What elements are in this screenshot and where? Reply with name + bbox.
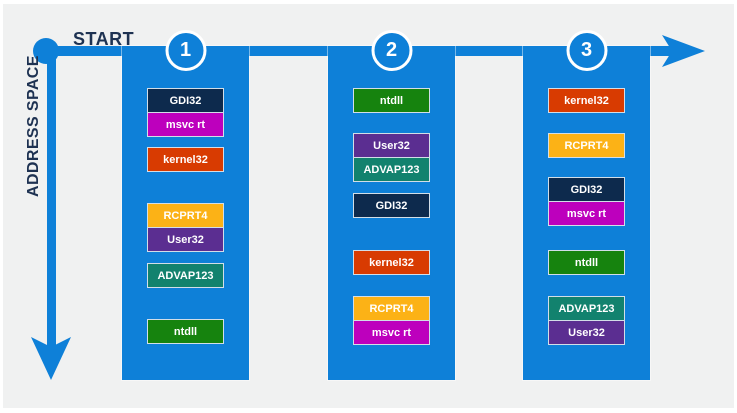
module-box-gdi32: GDI32 xyxy=(353,193,430,218)
module-box-rcprt4: RCPRT4 xyxy=(353,296,430,321)
module-box-kernel32: kernel32 xyxy=(353,250,430,275)
module-label: ntdll xyxy=(379,94,404,107)
module-label: User32 xyxy=(373,139,410,152)
module-box-msvc-rt: msvc rt xyxy=(147,112,224,137)
module-label: User32 xyxy=(568,326,605,339)
module-label: ntdll xyxy=(173,325,198,338)
module-box-rcprt4: RCPRT4 xyxy=(147,203,224,228)
module-group: RCPRT4 xyxy=(523,133,650,158)
step-circle-2: 2 xyxy=(371,30,412,71)
module-label: msvc rt xyxy=(165,118,206,131)
module-label: User32 xyxy=(167,233,204,246)
module-box-gdi32: GDI32 xyxy=(147,88,224,113)
module-label: ADVAP123 xyxy=(363,163,420,176)
module-label: GDI32 xyxy=(570,183,603,196)
module-box-user32: User32 xyxy=(353,133,430,158)
module-group: kernel32 xyxy=(122,147,249,172)
module-box-ntdll: ntdll xyxy=(548,250,625,275)
module-box-advap123: ADVAP123 xyxy=(548,296,625,321)
module-box-gdi32: GDI32 xyxy=(548,177,625,202)
address-space-axis-line xyxy=(47,51,56,351)
module-label: ADVAP123 xyxy=(157,269,214,282)
module-box-advap123: ADVAP123 xyxy=(147,263,224,288)
right-arrowhead-icon xyxy=(662,35,705,67)
module-label: GDI32 xyxy=(375,199,408,212)
module-label: RCPRT4 xyxy=(564,139,609,152)
start-label: START xyxy=(73,29,135,49)
module-group: ADVAP123 xyxy=(122,263,249,288)
module-box-advap123: ADVAP123 xyxy=(353,157,430,182)
down-arrowhead-icon xyxy=(31,337,71,380)
module-group: RCPRT4 msvc rt xyxy=(328,296,455,345)
module-label: ntdll xyxy=(574,256,599,269)
module-group: kernel32 xyxy=(328,250,455,275)
module-label: GDI32 xyxy=(169,94,202,107)
step-circle-3: 3 xyxy=(566,30,607,71)
module-box-user32: User32 xyxy=(548,320,625,345)
module-label: kernel32 xyxy=(369,256,414,269)
module-box-msvc-rt: msvc rt xyxy=(353,320,430,345)
module-box-rcprt4: RCPRT4 xyxy=(548,133,625,158)
module-label: RCPRT4 xyxy=(369,302,414,315)
module-group: ntdll xyxy=(122,319,249,344)
module-box-kernel32: kernel32 xyxy=(548,88,625,113)
module-group: GDI32 msvc rt xyxy=(523,177,650,226)
module-box-msvc-rt: msvc rt xyxy=(548,201,625,226)
module-group: GDI32 xyxy=(328,193,455,218)
module-label: RCPRT4 xyxy=(163,209,208,222)
module-box-user32: User32 xyxy=(147,227,224,252)
module-group: ntdll xyxy=(328,88,455,113)
module-label: msvc rt xyxy=(566,207,607,220)
start-dot-icon xyxy=(33,38,59,64)
module-label: kernel32 xyxy=(163,153,208,166)
module-box-ntdll: ntdll xyxy=(147,319,224,344)
module-label: ADVAP123 xyxy=(558,302,615,315)
module-box-ntdll: ntdll xyxy=(353,88,430,113)
module-box-kernel32: kernel32 xyxy=(147,147,224,172)
step-circle-1: 1 xyxy=(165,30,206,71)
module-label: kernel32 xyxy=(564,94,609,107)
module-label: msvc rt xyxy=(371,326,412,339)
module-group: GDI32 msvc rt xyxy=(122,88,249,137)
module-group: kernel32 xyxy=(523,88,650,113)
module-group: ntdll xyxy=(523,250,650,275)
